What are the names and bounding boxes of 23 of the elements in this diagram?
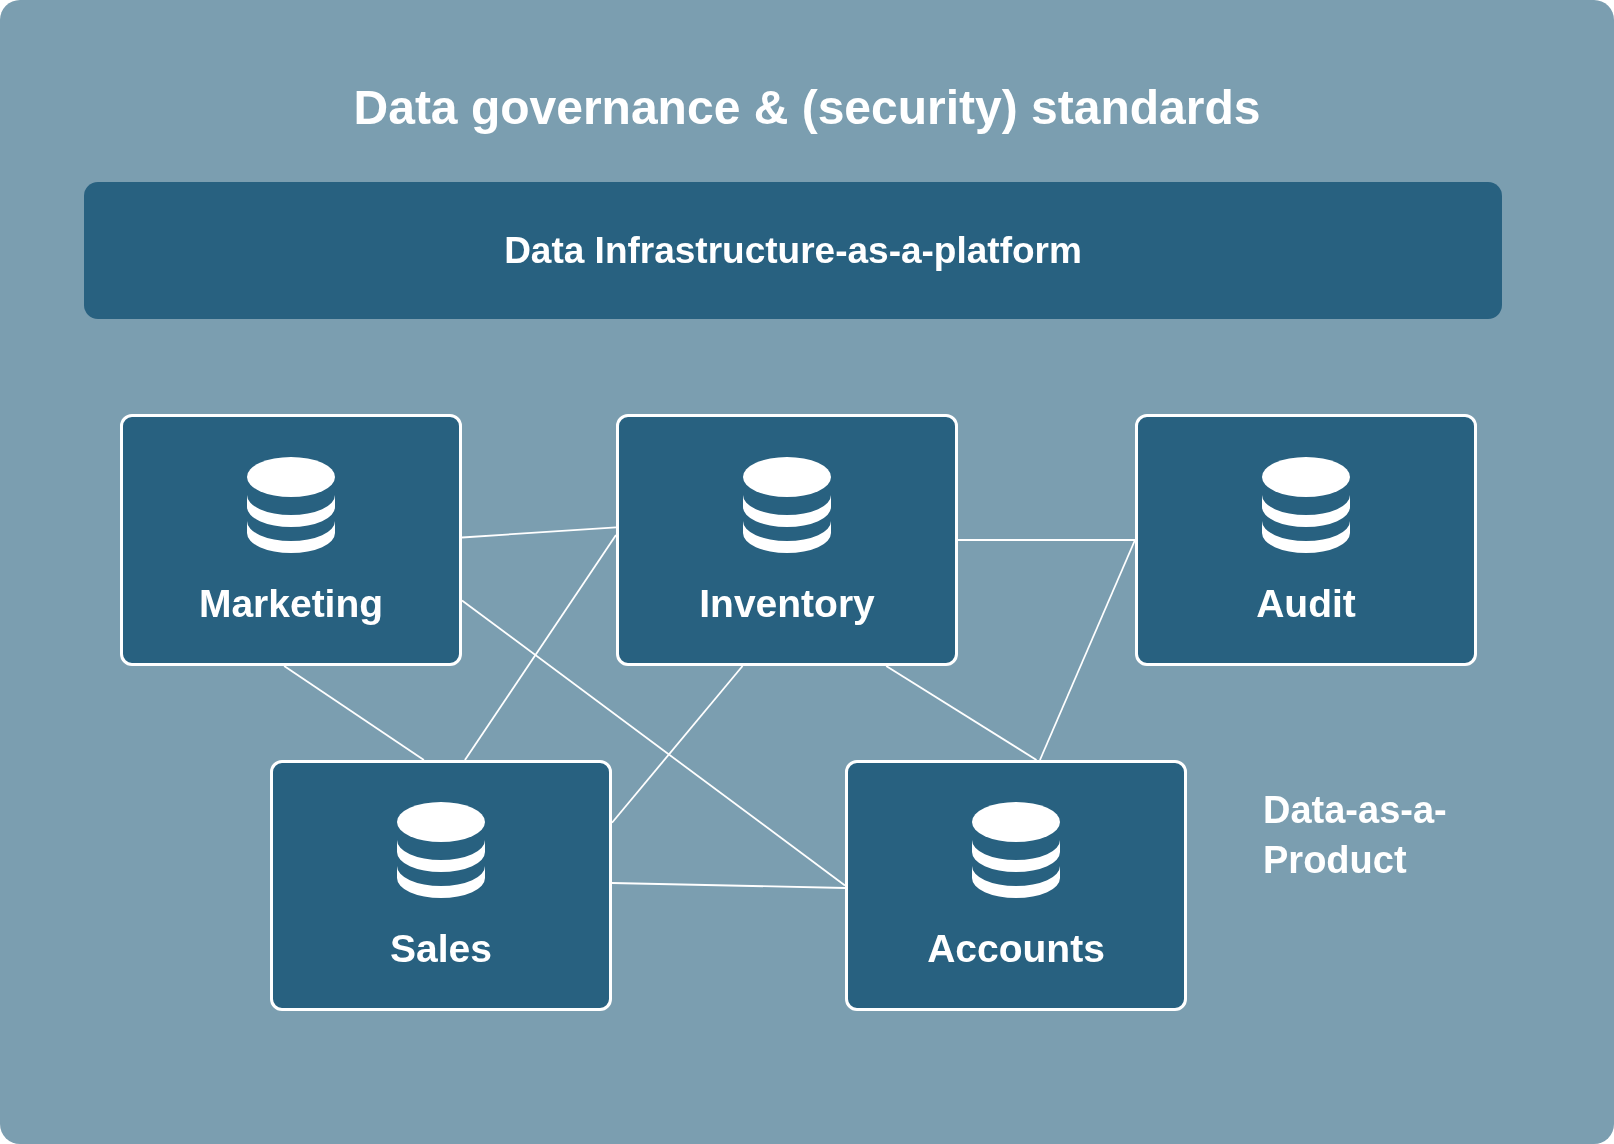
product-name: Audit (1256, 580, 1356, 627)
connector-line (611, 882, 846, 889)
product-name: Inventory (699, 580, 875, 627)
connector-line (885, 665, 1038, 761)
platform-label: Data Infrastructure-as-a-platform (504, 228, 1082, 273)
product-name: Marketing (198, 580, 384, 627)
data-product-box (120, 414, 462, 666)
product-name: Accounts (927, 926, 1105, 973)
connector-line (1039, 539, 1136, 761)
connector-line (957, 539, 1136, 541)
data-product-box (616, 414, 958, 666)
connector-line (283, 665, 425, 761)
panel-title: Data governance & (security) standards (352, 80, 1262, 136)
platform-bar (84, 182, 1502, 319)
product-label: Data-as-a-Product (1263, 788, 1448, 883)
data-product-box (270, 760, 612, 1011)
product-name: Sales (390, 926, 492, 973)
connector-line (611, 665, 744, 824)
connector-line (464, 534, 617, 761)
data-product-box (1135, 414, 1477, 666)
connector-line (461, 526, 617, 539)
connector-line (461, 599, 846, 887)
data-product-box (845, 760, 1187, 1011)
